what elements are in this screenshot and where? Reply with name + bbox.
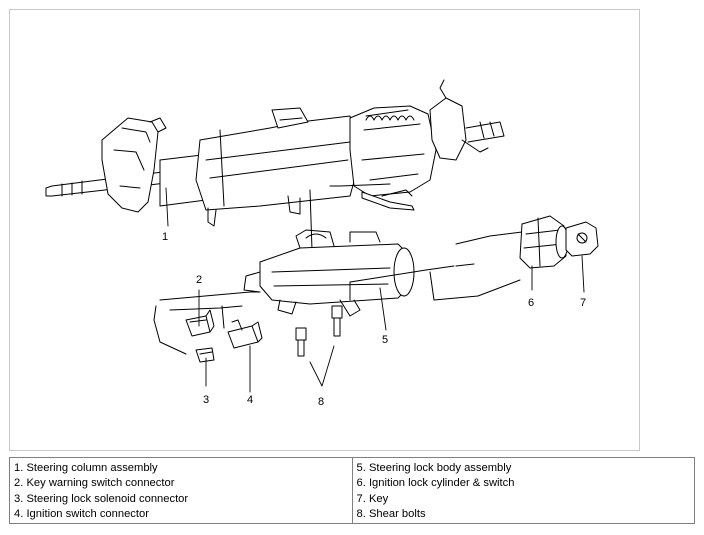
legend-item: 4. Ignition switch connector: [14, 508, 149, 521]
legend-column-left: 1. Steering column assembly 2. Key warni…: [10, 458, 352, 523]
callout-2: 2: [196, 274, 202, 286]
ignition-switch-connector: [227, 319, 263, 349]
callout-1: 1: [162, 231, 168, 243]
legend-item: 2. Key warning switch connector: [14, 477, 175, 490]
legend-item: 6. Ignition lock cylinder & switch: [356, 477, 515, 490]
steering-column-assembly: [45, 79, 505, 259]
ignition-lock-cylinder-switch: [455, 215, 569, 269]
key: [565, 221, 599, 257]
callout-6: 6: [528, 297, 534, 309]
legend-item: 3. Steering lock solenoid connector: [14, 492, 189, 505]
callout-5: 5: [382, 334, 388, 346]
parts-legend-table: 1. Steering column assembly 2. Key warni…: [9, 457, 695, 524]
steering-lock-solenoid-connector: [195, 347, 215, 363]
leader-lines: [165, 187, 585, 393]
legend-item: 5. Steering lock body assembly: [356, 462, 512, 474]
legend-item: 1. Steering column assembly: [14, 462, 158, 474]
diagram-frame: 1 2 3 4 5 8 6 7: [9, 9, 640, 451]
key-warning-switch-connector: [185, 309, 215, 337]
legend-item: 7. Key: [356, 492, 389, 505]
callout-4: 4: [247, 394, 253, 406]
shear-bolts: [295, 305, 343, 357]
callout-7: 7: [580, 297, 586, 309]
steering-lock-body-assembly: [243, 229, 415, 317]
callout-3: 3: [203, 394, 209, 406]
legend-item: 8. Shear bolts: [356, 508, 426, 521]
exploded-diagram: 1 2 3 4 5 8 6 7: [45, 79, 599, 408]
wire-harness: [153, 263, 521, 355]
callout-8: 8: [318, 396, 324, 408]
legend-column-right: 5. Steering lock body assembly 6. Igniti…: [351, 458, 695, 523]
